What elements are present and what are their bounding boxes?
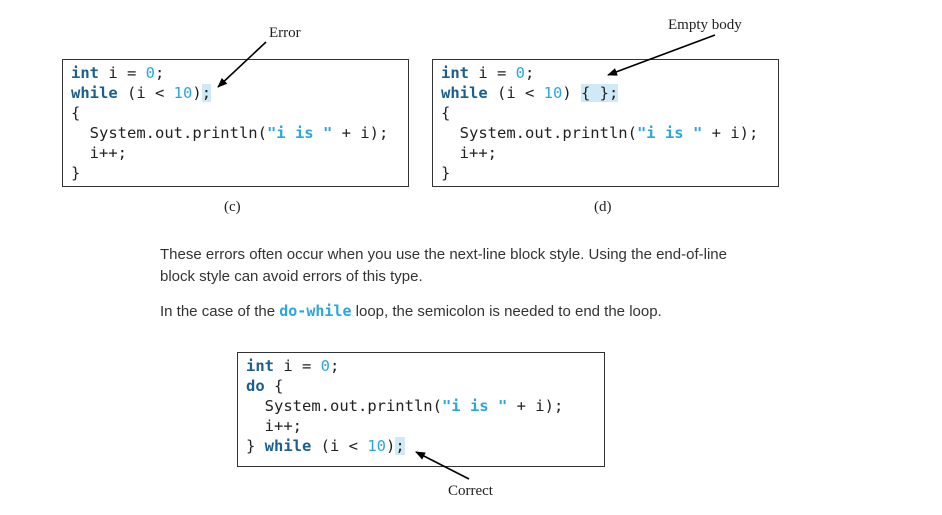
code-token: + i); [702,124,759,142]
code-token: while [441,84,488,102]
code-line: } while (i < 10); [246,436,596,456]
code-token: + i); [507,397,564,415]
code-token: System.out.println( [441,124,637,142]
paragraph-line-2: block style can avoid errors of this typ… [160,268,423,285]
code-token: { [71,104,81,122]
empty-body-annotation: Empty body [668,17,742,33]
code-line: do { [246,376,596,396]
code-token: i = [469,64,516,82]
code-token: i++; [441,144,497,162]
error-annotation: Error [269,25,301,41]
paragraph-do-while: In the case of the do-while loop, the se… [160,300,662,323]
code-token: { [441,104,451,122]
correct-annotation: Correct [448,483,493,499]
code-token: } [71,164,81,182]
caption-c: (c) [224,199,241,215]
code-token: { [264,377,284,395]
code-token: ; [395,437,405,455]
paragraph-prefix: In the case of the [160,303,280,320]
code-token: 10 [543,84,563,102]
code-token: (i < [117,84,174,102]
code-token: (i < [487,84,544,102]
inline-code-do-while: do-while [279,302,352,320]
paragraph-line-1: These errors often occur when you use th… [160,246,727,263]
caption-d: (d) [594,199,612,215]
code-token: System.out.println( [71,124,267,142]
code-token: System.out.println( [246,397,442,415]
code-line: int i = 0; [246,356,596,376]
code-token: 0 [320,357,331,375]
code-line: i++; [246,416,596,436]
code-token: int [71,64,99,82]
code-token: ) [562,84,582,102]
code-line: int i = 0; [441,63,770,83]
error-arrow [217,41,267,88]
code-line: System.out.println("i is " + i); [71,123,400,143]
code-token: "i is " [266,124,333,142]
code-line: { [71,103,400,123]
code-lines: int i = 0;while (i < 10);{ System.out.pr… [71,63,400,183]
code-token: 0 [515,64,526,82]
code-line: i++; [441,143,770,163]
code-lines: int i = 0;while (i < 10) { };{ System.ou… [441,63,770,183]
code-token: i = [99,64,146,82]
code-token: + i); [332,124,389,142]
code-token: i++; [71,144,127,162]
paragraph-errors: These errors often occur when you use th… [160,244,727,288]
code-line: while (i < 10); [71,83,400,103]
code-line: System.out.println("i is " + i); [441,123,770,143]
code-line: i++; [71,143,400,163]
code-token: i = [274,357,321,375]
code-token: do [246,377,265,395]
code-token: ) [192,84,202,102]
code-token: ; [201,84,212,102]
code-token: 10 [173,84,193,102]
code-token: } [246,437,265,455]
paragraph-suffix: loop, the semicolon is needed to end the… [351,303,662,320]
code-line: } [71,163,400,183]
code-panel-c: int i = 0;while (i < 10);{ System.out.pr… [62,59,409,187]
code-panel-d: int i = 0;while (i < 10) { };{ System.ou… [432,59,779,187]
code-token: ; [330,357,340,375]
code-token: { }; [581,84,619,102]
code-token: (i < [311,437,368,455]
code-token: int [246,357,274,375]
code-token: "i is " [441,397,508,415]
code-token: while [264,437,312,455]
code-token: 10 [367,437,387,455]
code-token: int [441,64,469,82]
code-line: { [441,103,770,123]
code-line: System.out.println("i is " + i); [246,396,596,416]
code-line: int i = 0; [71,63,400,83]
code-token: ; [525,64,535,82]
empty-body-arrow [607,34,716,76]
correct-arrow [415,451,470,480]
code-line: } [441,163,770,183]
code-token: 0 [145,64,156,82]
code-token: ; [155,64,165,82]
code-token: } [441,164,451,182]
code-panel-correct: int i = 0;do { System.out.println("i is … [237,352,605,467]
code-line: while (i < 10) { }; [441,83,770,103]
code-lines: int i = 0;do { System.out.println("i is … [246,356,596,456]
code-token: "i is " [636,124,703,142]
code-token: while [71,84,118,102]
code-token: ) [386,437,396,455]
code-token: i++; [246,417,302,435]
